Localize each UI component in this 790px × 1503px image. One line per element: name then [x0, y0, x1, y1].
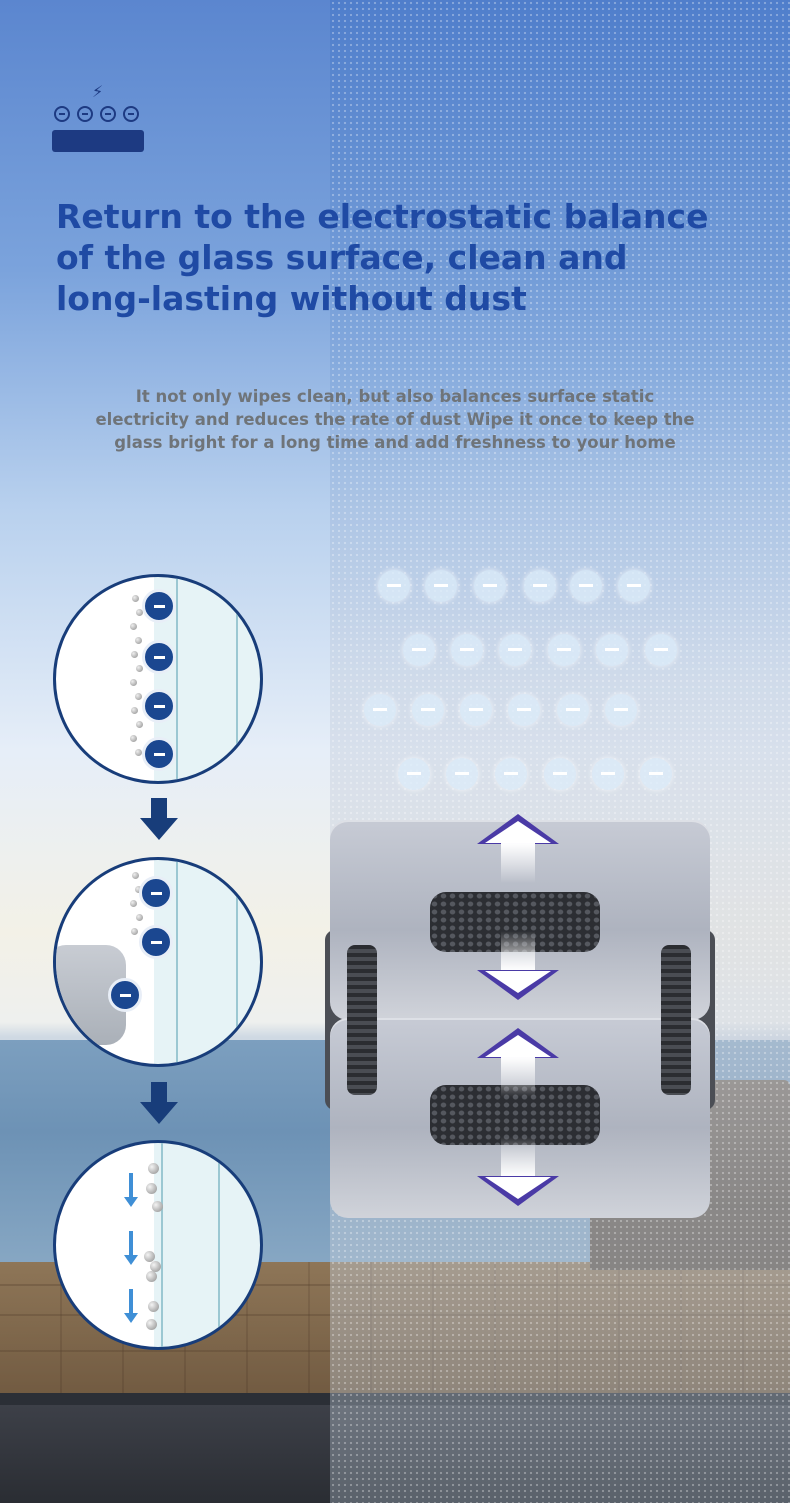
falling-arrow-icon [124, 1289, 138, 1323]
negative-charge-icon [618, 570, 650, 602]
negative-charge-icon [524, 570, 556, 602]
negative-charge-icon [548, 634, 580, 666]
negative-charge-icon [139, 925, 173, 959]
robot-track-left [347, 945, 377, 1095]
negative-charge-icon [640, 758, 672, 790]
headline-line-2: of the glass surface, clean and [56, 238, 628, 277]
negative-charge-icon [142, 640, 176, 674]
arrow-down-icon [477, 1137, 559, 1206]
arrow-down-icon [140, 1082, 178, 1126]
negative-charge-icon [508, 694, 540, 726]
description-line-3: glass bright for a long time and add fre… [114, 433, 676, 452]
negative-charge-icon [142, 689, 176, 723]
negative-charge-icon [460, 694, 492, 726]
negative-charge-icon [645, 634, 677, 666]
lightning-bolt-icon: ⚡ [92, 82, 104, 101]
arrow-up-icon [477, 814, 559, 883]
negative-charge-icon [378, 570, 410, 602]
negative-charge-icon [474, 570, 506, 602]
headline-line-3: long-lasting without dust [56, 279, 527, 318]
negative-charge-icon [398, 758, 430, 790]
negative-charge-icon [446, 758, 478, 790]
negative-charge-icon [403, 634, 435, 666]
frosted-glass-panel [330, 0, 790, 1503]
negative-charge-icon [425, 570, 457, 602]
negative-charge-icon [451, 634, 483, 666]
negative-charge-icon [495, 758, 527, 790]
negative-charge-icon [557, 694, 589, 726]
air-vent [430, 892, 600, 952]
step-dust-falling-circle [53, 1140, 263, 1350]
negative-charge-icon [412, 694, 444, 726]
negative-charge-icon [605, 694, 637, 726]
negative-charge-icon [544, 758, 576, 790]
description-line-2: electricity and reduces the rate of dust… [95, 410, 695, 429]
negative-charge-icon [499, 634, 531, 666]
negative-charge-icon [108, 978, 142, 1012]
headline-line-1: Return to the electrostatic balance [56, 197, 709, 236]
step-static-dust-circle [53, 574, 263, 784]
description-line-1: It not only wipes clean, but also balanc… [135, 387, 655, 406]
page-title: Return to the electrostatic balance of t… [56, 196, 756, 319]
arrow-down-icon [140, 798, 178, 842]
window-cleaning-robot [325, 814, 715, 1220]
negative-charge-icon [142, 737, 176, 771]
negative-charge-icon [596, 634, 628, 666]
negative-charge-icon [142, 589, 176, 623]
description-text: It not only wipes clean, but also balanc… [40, 385, 750, 454]
negative-charge-icon [570, 570, 602, 602]
falling-arrow-icon [124, 1231, 138, 1265]
negative-charge-icon [364, 694, 396, 726]
negative-charge-icon [139, 876, 173, 910]
falling-arrow-icon [124, 1173, 138, 1207]
electrostatic-charge-icon: ⚡ [52, 84, 144, 154]
arrow-down-icon [477, 931, 559, 1000]
step-wiping-circle [53, 857, 263, 1067]
robot-track-right [661, 945, 691, 1095]
arrow-up-icon [477, 1028, 559, 1097]
negative-charge-icon [592, 758, 624, 790]
